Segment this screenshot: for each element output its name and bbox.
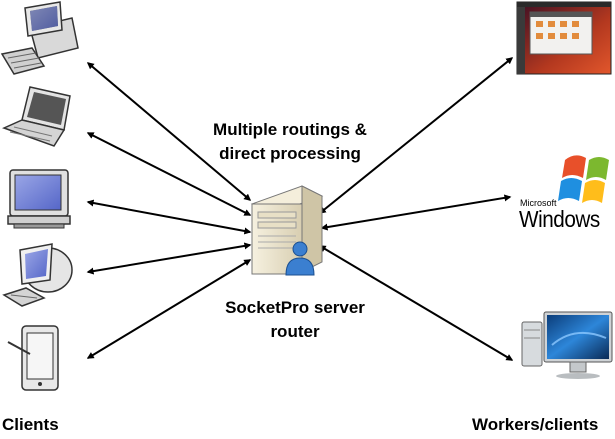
crt-monitor-icon (7, 169, 71, 229)
arrow-client-crt (86, 199, 252, 235)
workers-label: Workers/clients (472, 415, 599, 434)
arrow-worker-windows (320, 194, 512, 231)
routing-label-line1: Multiple routings & (213, 120, 367, 139)
windows-logo-product: Windows (519, 206, 600, 232)
user-icon (285, 241, 315, 276)
server-label: SocketPro server router (195, 296, 395, 344)
routing-label-line2: direct processing (219, 144, 361, 163)
routing-label: Multiple routings & direct processing (190, 118, 390, 166)
server-tower-icon (250, 185, 324, 275)
laptop-icon (1, 86, 71, 147)
windows-flag-icon (558, 155, 609, 203)
connection-arrows (86, 57, 514, 361)
arrow-client-imac (86, 242, 252, 275)
arrow-worker-mac (318, 245, 514, 361)
clients-label: Clients (2, 415, 59, 434)
windows-logo-vendor: Microsoft (520, 198, 557, 208)
server-label-line2: router (270, 322, 320, 341)
mac-display-icon (521, 311, 613, 379)
imac-icon (2, 243, 73, 307)
ubuntu-desktop-screenshot (516, 1, 612, 75)
tablet-icon (7, 325, 59, 391)
server-label-line1: SocketPro server (225, 298, 365, 317)
windows-logo: Microsoft Windows (519, 198, 609, 232)
arrow-worker-ubuntu (318, 57, 514, 214)
desktop-pc-icon (0, 1, 79, 75)
arrow-client-tablet (86, 259, 252, 359)
